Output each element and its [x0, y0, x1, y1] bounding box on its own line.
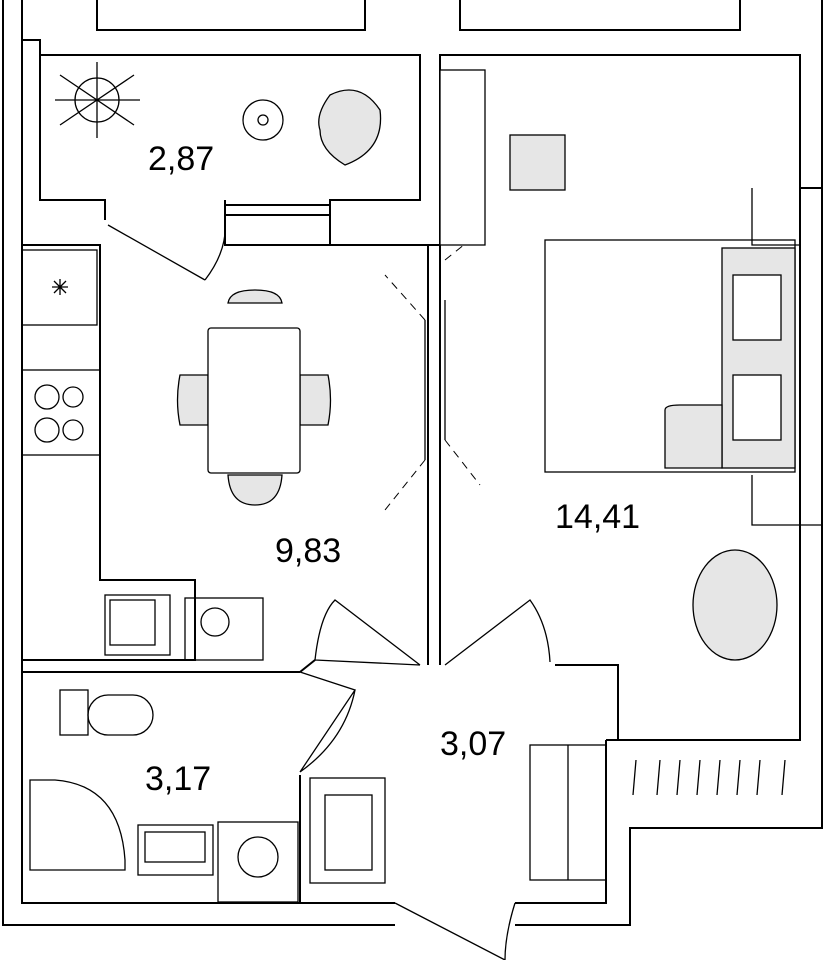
dining-table-icon — [176, 289, 332, 506]
washbasin-icon — [137, 824, 214, 876]
fridge-icon — [21, 249, 98, 326]
toilet-icon — [59, 689, 154, 736]
room-area-kitchen: 9,83 — [275, 532, 341, 570]
balcony-plant-icon — [55, 62, 140, 138]
shower-icon — [29, 779, 126, 871]
room-area-balcony: 2,87 — [148, 140, 214, 178]
bedroom-window — [751, 187, 822, 526]
boiler-icon — [309, 777, 386, 884]
dishwasher-icon — [184, 597, 264, 661]
ac-unit-icon — [509, 134, 566, 191]
room-area-bathroom: 3,17 — [145, 760, 211, 798]
rug-pet-icon — [692, 549, 778, 661]
radiator-icon — [632, 759, 786, 796]
internal-walls — [21, 188, 801, 903]
balcony-table-icon — [242, 99, 284, 141]
room-area-bedroom: 14,41 — [555, 498, 640, 536]
room-area-hallway: 3,07 — [440, 725, 506, 763]
doors — [107, 219, 551, 960]
balcony-chair-icon — [318, 89, 382, 166]
hallway-shelf-icon — [529, 744, 607, 881]
sink-icon — [104, 594, 171, 656]
wardrobe-icon — [439, 69, 486, 246]
washing-machine-icon — [217, 821, 299, 903]
bed-icon — [544, 239, 796, 473]
stove-icon — [21, 369, 101, 456]
